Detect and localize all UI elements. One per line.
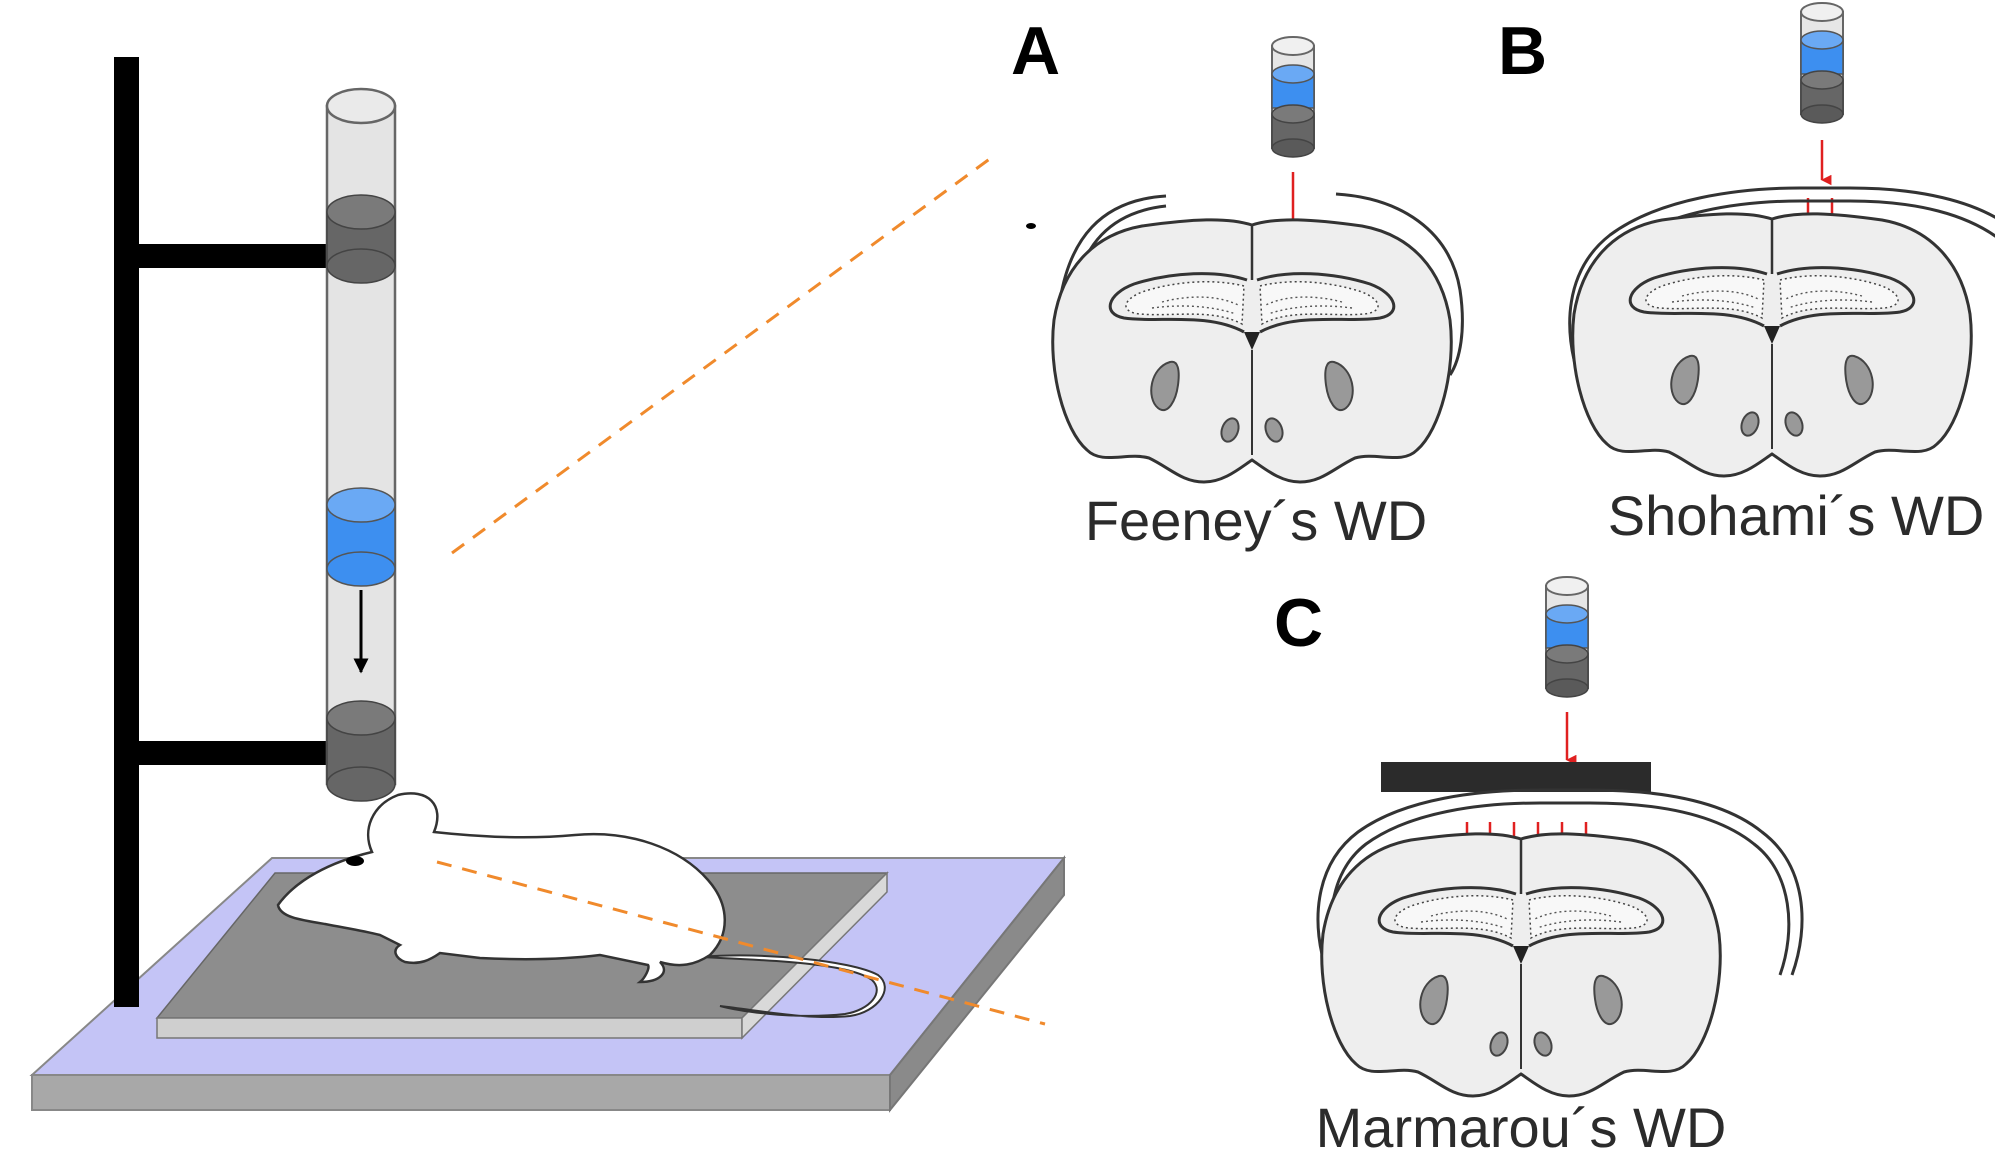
steel-plate [1381, 762, 1651, 792]
stray-dot [1026, 223, 1036, 229]
falling-weight [326, 487, 396, 587]
brain-section-b [1571, 212, 1973, 478]
drop-tube-a [1271, 36, 1315, 158]
panel-b: B Shohami´s WD [1498, 2, 1995, 547]
caption-a: Feeney´s WD [1085, 489, 1427, 552]
guide-tube [325, 87, 397, 802]
rat [276, 792, 886, 1019]
caption-b: Shohami´s WD [1608, 484, 1985, 547]
skull-c [1316, 788, 1804, 976]
stand [114, 57, 329, 1007]
panel-label-a: A [1011, 13, 1060, 89]
rat-eye [346, 856, 364, 866]
panel-a: A Feeney´s WD [1011, 13, 1464, 552]
tube-clamp-upper [326, 194, 396, 284]
caption-c: Marmarou´s WD [1316, 1096, 1727, 1159]
drop-tube-c [1545, 576, 1589, 698]
panel-c: C Marmarou´s WD [1274, 576, 1804, 1159]
panel-label-b: B [1498, 13, 1547, 89]
panel-label-c: C [1274, 585, 1323, 661]
drop-tube-b [1800, 2, 1844, 124]
weight-drop-apparatus [29, 57, 1067, 1113]
brain-section-c [1320, 832, 1722, 1098]
brain-section-a [1051, 218, 1453, 484]
tube-clamp-lower [326, 700, 396, 802]
magnification-guides [436, 153, 1046, 1026]
